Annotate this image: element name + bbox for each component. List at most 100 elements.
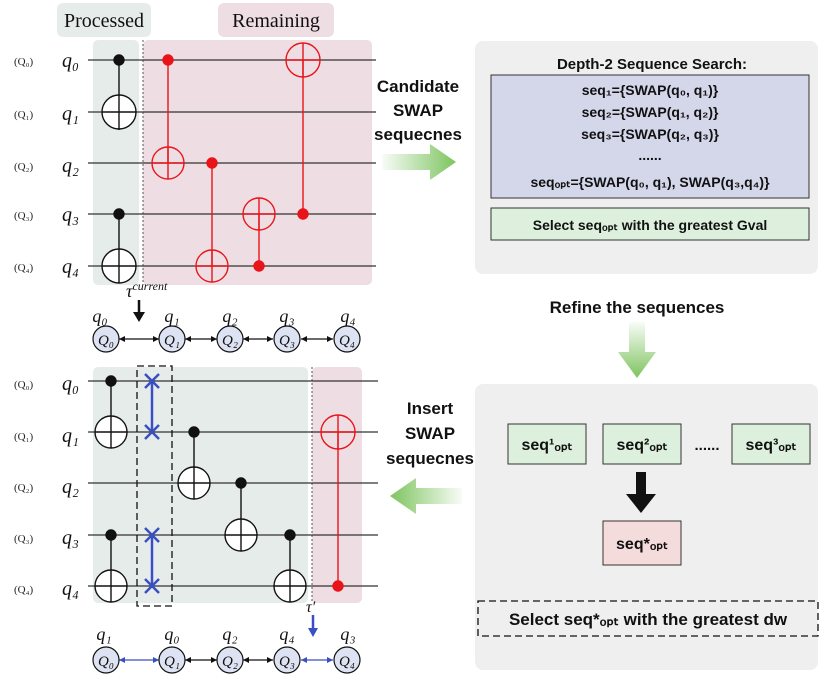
physical-label: (Q₂): [14, 161, 33, 173]
physical-qubit-label: Q₃: [279, 654, 295, 670]
candidate-seq-3: seq³ₒₚₜ: [745, 437, 796, 454]
remaining-cnot-q3-q0: [285, 42, 321, 220]
tau-current-arrow: [133, 300, 145, 322]
cnot-q3-q4-second: [273, 529, 307, 603]
remaining-badge: [218, 3, 334, 37]
physical-qubit-label: Q₃: [279, 333, 295, 349]
candidate-ellipsis: ......: [694, 437, 719, 454]
final-seq: seq*ₒₚₜ: [616, 536, 668, 553]
tau-prime-arrow: [308, 615, 318, 637]
mapping-logical-label: q₄: [279, 624, 294, 644]
logical-label: q₀: [62, 373, 79, 395]
cnot-q0-q1: [94, 375, 128, 449]
physical-label: (Q₁): [14, 431, 33, 443]
sequence-item: seq₂={SWAP(q₁, q₂)}: [582, 104, 719, 120]
physical-qubit-label: Q₂: [222, 654, 238, 670]
tau-prime-label: τ′: [306, 599, 316, 616]
candidate-seq-box-3: [731, 423, 811, 465]
insert-label: SWAP: [405, 424, 455, 443]
mapping-logical-label: q₃: [279, 306, 294, 326]
insert-arrow: [390, 478, 462, 514]
swap-q3-q4: [144, 527, 160, 594]
insert-label: sequecnes: [386, 449, 474, 468]
physical-label: (Q₀): [14, 379, 33, 391]
physical-qubit-node: [92, 325, 120, 353]
mapping-logical-label: q₂: [222, 624, 237, 644]
bottom-circuit: (Q₀) (Q₁) (Q₂) (Q₃) (Q₄) q₀ q₁ q₂ q₃ q₄: [14, 365, 378, 637]
physical-label: (Q₃): [14, 210, 33, 222]
cnot-q3-q4: [94, 529, 128, 603]
cnot-q1-q2: [177, 426, 211, 500]
physical-qubit-label: Q₁: [164, 654, 180, 670]
physical-qubit-label: Q₄: [339, 654, 355, 670]
coupling-arrowheads: [119, 336, 333, 342]
physical-qubit-node: [216, 325, 244, 353]
physical-qubit-label: Q₀: [98, 333, 114, 349]
candidate-label: Candidate: [377, 77, 459, 96]
physical-qubit-label: Q₀: [98, 654, 114, 670]
sequence-item: seq₃={SWAP(q₂, q₃)}: [581, 126, 719, 142]
sequence-list-box: [490, 74, 810, 199]
physical-qubit-node: [216, 646, 244, 674]
candidate-label: sequecnes: [374, 125, 462, 144]
swap-q0-q1: [144, 373, 160, 440]
logical-label: q₃: [62, 527, 79, 549]
logical-label: q₃: [62, 204, 79, 226]
refine-arrow: [618, 322, 656, 378]
physical-qubit-label: Q₁: [164, 333, 180, 349]
mapping-logical-label: q₀: [164, 624, 179, 644]
remaining-label: Remaining: [232, 10, 320, 32]
candidate-seq-2: seq²ₒₚₜ: [616, 437, 667, 454]
refine-panel: seq¹ₒₚₜ seq²ₒₚₜ ...... seq³ₒₚₜ seq*ₒₚₜ S…: [475, 384, 819, 670]
physical-qubit-node: [92, 646, 120, 674]
final-seq-box: [602, 520, 682, 566]
remaining-cnot-q0-q2: [151, 54, 185, 180]
tau-current-label: τcurrent: [126, 279, 168, 301]
logical-label: q₁: [62, 103, 79, 125]
select-gval-text: Select seqₒₚₜ with the greatest Gval: [533, 217, 768, 233]
remaining-cnot-q4-q1: [320, 414, 356, 592]
select-gval-box: [490, 207, 810, 241]
logical-label: q₀: [62, 50, 79, 72]
physical-label: (Q₀): [14, 56, 33, 68]
physical-label: (Q₄): [14, 584, 33, 596]
logical-label: q₂: [62, 155, 79, 177]
mapping-logical-label: q₂: [222, 306, 237, 326]
refine-arrow-group: Refine the sequences: [550, 298, 725, 378]
mapping-logical-label: q₁: [96, 624, 111, 644]
candidate-seq-box-2: [602, 423, 682, 465]
logical-label: q₂: [62, 476, 79, 498]
mapping-logical-label: q₁: [164, 306, 179, 326]
sequence-ellipsis: ......: [638, 147, 661, 163]
remaining-region-bottom: [312, 367, 362, 603]
physical-label: (Q₂): [14, 482, 33, 494]
physical-qubit-node: [158, 646, 186, 674]
physical-qubit-node: [273, 325, 301, 353]
cnot-q2-q3: [224, 477, 258, 552]
logical-label: q₁: [62, 425, 79, 447]
processed-badge: [57, 3, 151, 37]
remaining-cnot-q4-q3: [242, 197, 276, 272]
search-panel: Depth-2 Sequence Search: seq₁={SWAP(q₀, …: [475, 41, 818, 274]
candidate-arrow-group: Candidate SWAP sequecnes: [374, 77, 462, 180]
candidate-seq-box-1: [507, 423, 587, 465]
refine-label: Refine the sequences: [550, 298, 725, 317]
processed-label: Processed: [64, 10, 144, 32]
physical-qubit-node: [158, 325, 186, 353]
mapping-logical-label: q₃: [340, 624, 355, 644]
physical-label: (Q₁): [14, 109, 33, 121]
sequence-item: seq₁={SWAP(q₀, q₁)}: [582, 82, 719, 98]
remaining-cnot-q2-q4: [195, 157, 229, 283]
physical-label: (Q₄): [14, 262, 33, 274]
logical-label: q₄: [62, 578, 79, 600]
candidate-label: SWAP: [393, 101, 443, 120]
mapping-logical-label: q₀: [92, 306, 107, 326]
processed-cnot-q0-q1: [101, 54, 137, 130]
mapping-logical-label: q₄: [340, 306, 355, 326]
candidate-arrow: [382, 144, 456, 180]
search-panel-title: Depth-2 Sequence Search:: [557, 56, 747, 73]
logical-label: q₄: [62, 256, 79, 278]
select-final-arrow: [626, 472, 656, 513]
coupling-arrowheads-bottom: [119, 657, 333, 663]
